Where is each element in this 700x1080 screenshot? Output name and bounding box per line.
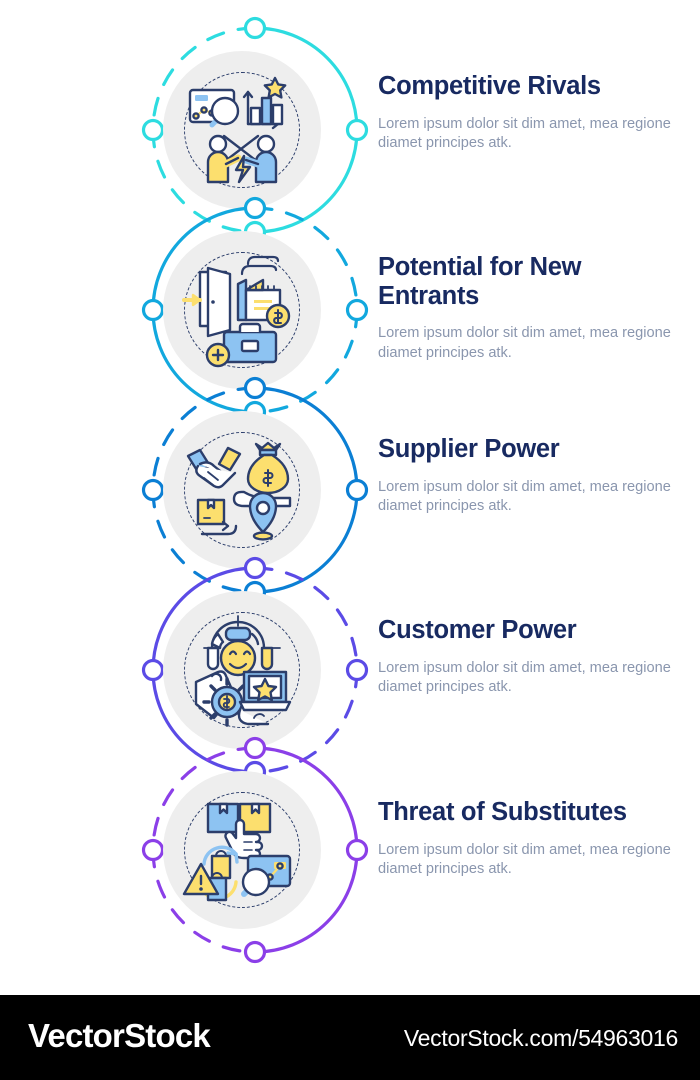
step-potential-for-new-entrants [0, 185, 700, 424]
threat-of-substitutes-icon [182, 790, 302, 910]
step-title: Potential for New Entrants [378, 253, 582, 310]
customer-power-icon [182, 610, 302, 730]
connector-ring-threat-of-substitutes [130, 725, 380, 975]
dashed-circle-outline [184, 792, 300, 908]
dashed-circle-outline [184, 252, 300, 368]
icon-disc-customer-power [163, 591, 330, 758]
new-entrants-icon [182, 250, 302, 370]
step-title: Supplier Power [378, 435, 560, 463]
step-description: Lorem ipsum dolor sit dim amet, mea regi… [378, 325, 671, 361]
watermark-footer: VectorStock VectorStock.com/54963016 [0, 995, 700, 1080]
step-description: Lorem ipsum dolor sit dim amet, mea regi… [378, 115, 671, 151]
connector-ring-customer-power [130, 545, 380, 795]
step-description: Lorem ipsum dolor sit dim amet, mea regi… [378, 478, 671, 514]
dashed-circle-outline [184, 72, 300, 188]
vectorstock-url: VectorStock.com/54963016 [403, 1025, 678, 1051]
competitive-analysis-icon [182, 70, 302, 190]
dashed-circle-outline [184, 612, 300, 728]
dashed-circle-outline [184, 432, 300, 548]
connector-ring-potential-for-new-entrants [130, 185, 380, 435]
step-supplier-power [0, 365, 700, 604]
vectorstock-brand: VectorStock [28, 1017, 211, 1054]
step-title: Customer Power [378, 616, 577, 644]
step-description: Lorem ipsum dolor sit dim amet, mea regi… [378, 841, 671, 877]
step-customer-power [0, 545, 700, 784]
icon-disc-threat-of-substitutes [163, 771, 330, 938]
icon-disc-competitive-rivals [163, 51, 330, 218]
supplier-power-icon [182, 430, 302, 550]
step-title: Competitive Rivals [378, 72, 601, 100]
step-description: Lorem ipsum dolor sit dim amet, mea regi… [378, 659, 671, 695]
step-threat-of-substitutes [0, 725, 700, 964]
step-title: Threat of Substitutes [378, 798, 627, 826]
step-competitive-rivals [0, 5, 700, 244]
